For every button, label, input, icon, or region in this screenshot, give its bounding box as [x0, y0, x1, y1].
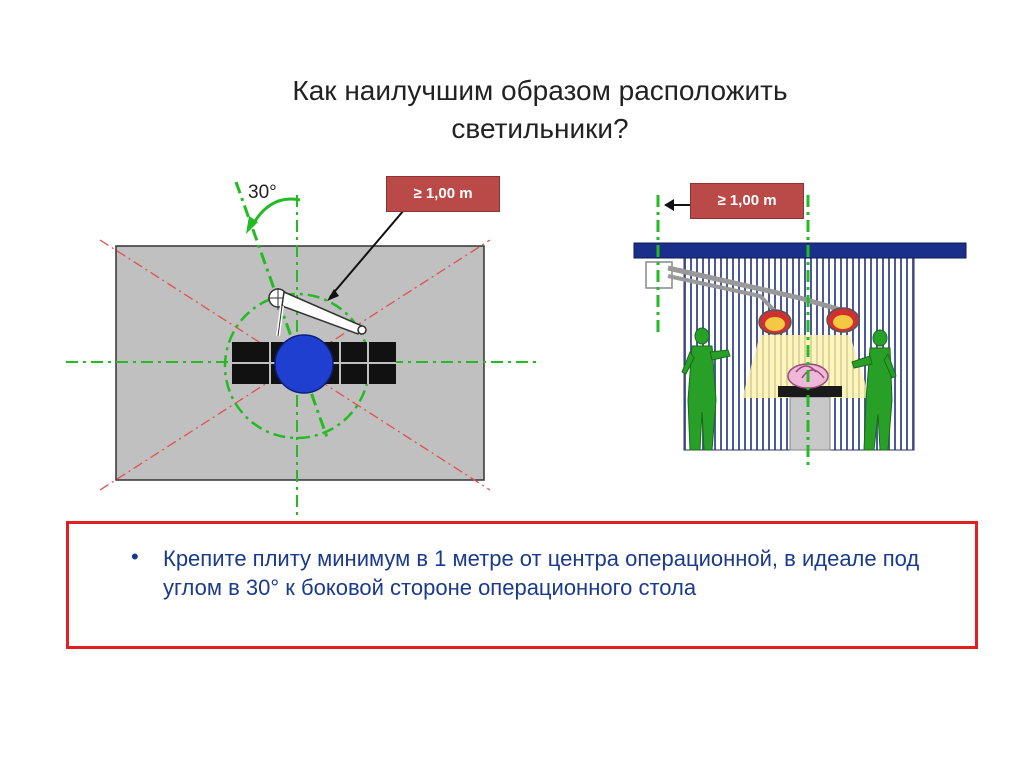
side-distance-arrow-head	[664, 199, 674, 211]
surgical-light-left	[758, 309, 792, 335]
ceiling-mount-arm	[268, 288, 367, 337]
side-view-distance-badge: ≥ 1,00 m	[690, 183, 804, 219]
table-base	[789, 396, 831, 451]
light-arm-side	[667, 265, 849, 315]
angle-arc-arrow	[246, 216, 258, 234]
side-view-diagram	[633, 195, 967, 465]
note-box: • Крепите плиту минимум в 1 метре от цен…	[66, 521, 978, 649]
distance-pointer-line	[329, 209, 405, 298]
surgical-light-right	[826, 307, 860, 333]
note-text: Крепите плиту минимум в 1 метре от центр…	[163, 546, 920, 600]
angle-label: 30°	[248, 182, 277, 203]
surgical-light-top-view	[274, 334, 334, 394]
ceiling-beam	[633, 242, 967, 259]
surgeon-left-figure	[681, 327, 731, 451]
table-top-side	[778, 386, 842, 397]
diagonal-line-1	[99, 239, 491, 491]
top-view-diagram	[66, 181, 540, 515]
surgeon-right-figure	[851, 329, 897, 451]
diagonal-line-2	[99, 239, 491, 491]
page-title-line-1: Как наилучшим образом расположить	[292, 75, 788, 106]
page-title: Как наилучшим образом расположить светил…	[200, 72, 880, 148]
note-bullet: •	[131, 544, 139, 569]
distance-pointer-arrow	[327, 289, 339, 301]
top-view-distance-badge: ≥ 1,00 m	[386, 176, 500, 212]
page-title-line-2: светильники?	[451, 113, 629, 144]
